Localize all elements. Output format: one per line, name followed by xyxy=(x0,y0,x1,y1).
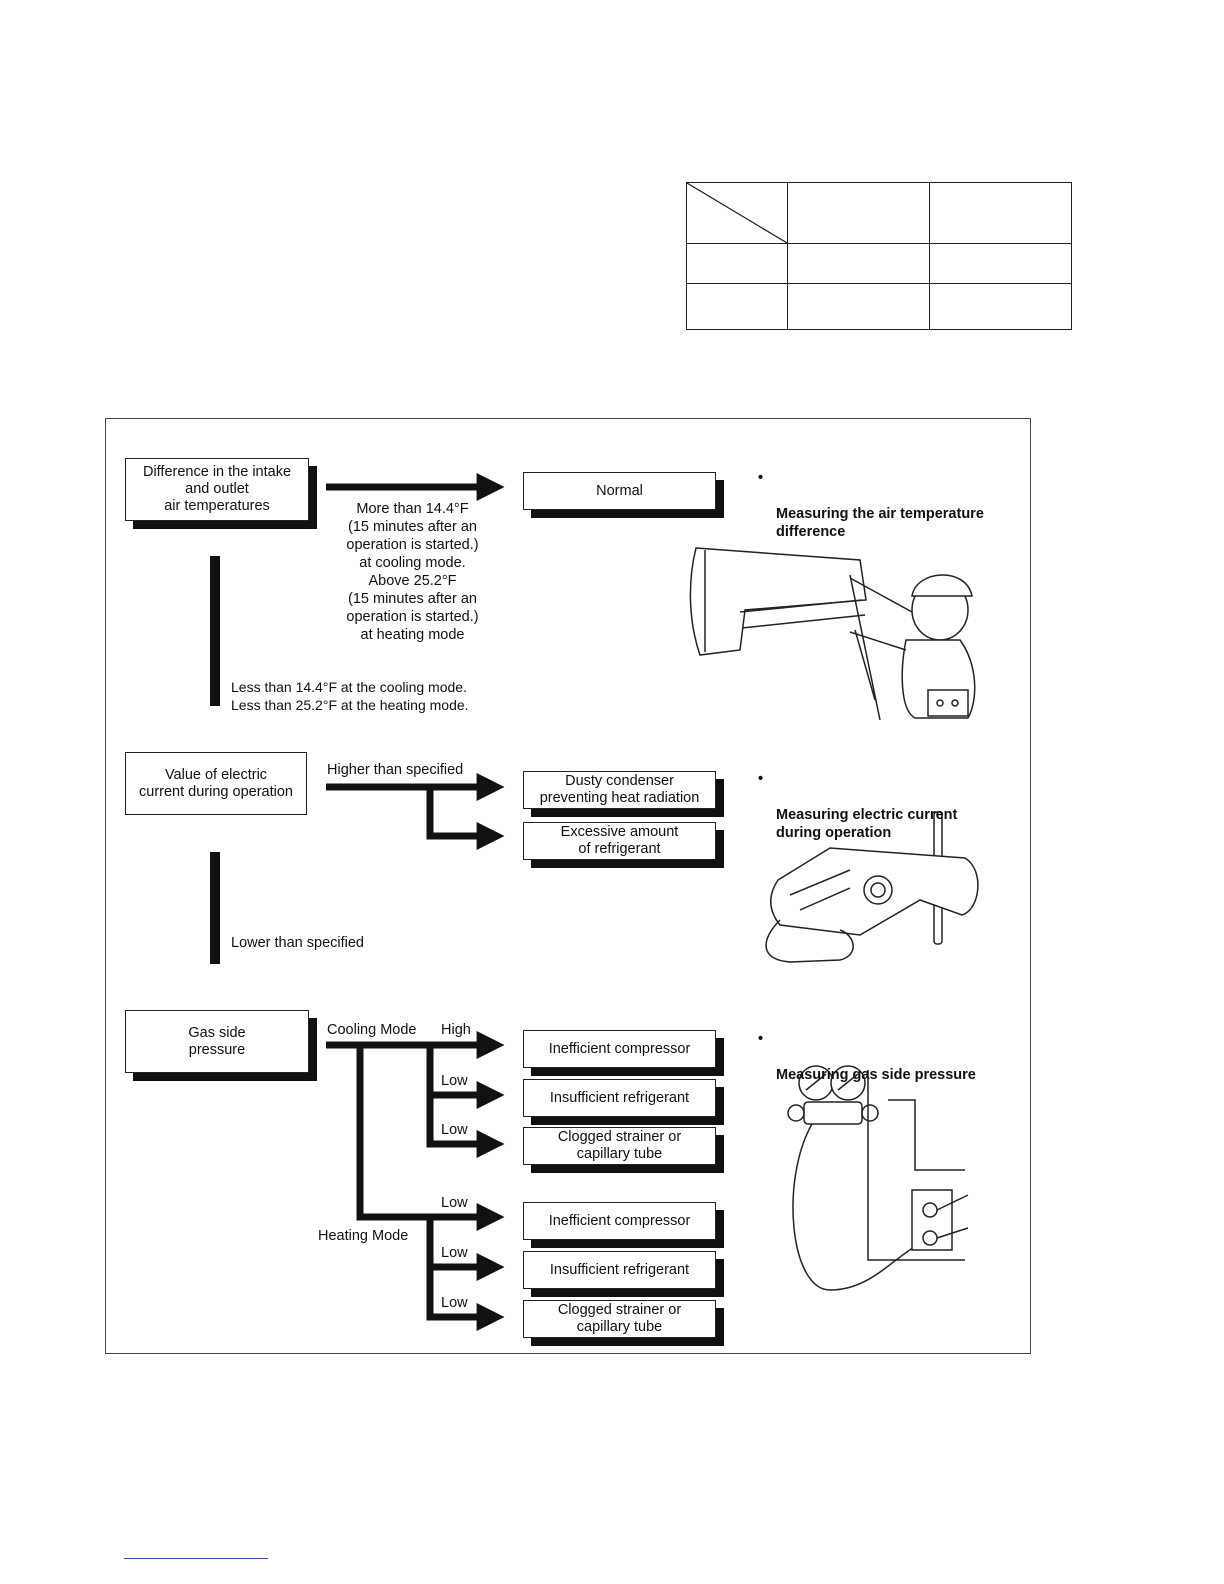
troubleshooting-flowchart xyxy=(105,418,1031,1354)
result-box: Insufficient refrigerant xyxy=(523,1079,716,1117)
level-label: Low xyxy=(441,1195,468,1211)
result-label: Clogged strainer or capillary tube xyxy=(557,1129,682,1162)
table-cell xyxy=(929,283,1072,330)
input-box-air-temperature: Difference in the intake and outlet air … xyxy=(125,458,309,521)
condition-low-temperature: Less than 14.4°F at the cooling mode. Le… xyxy=(231,679,469,713)
result-box: Insufficient refrigerant xyxy=(523,1251,716,1289)
result-label: Insufficient refrigerant xyxy=(549,1261,690,1278)
heating-trunk xyxy=(356,1045,505,1231)
result-box-excessive-refrigerant: Excessive amount of refrigerant xyxy=(523,822,716,860)
bullet-icon: • xyxy=(758,1031,764,1047)
technician-measuring-air-conditioner-icon xyxy=(689,547,976,721)
input-box-electric-current: Value of electric current during operati… xyxy=(125,752,307,815)
bullet-icon: • xyxy=(758,771,764,787)
level-label: Low xyxy=(441,1073,468,1089)
arrow-cool-low-2 xyxy=(426,1095,505,1158)
table-cell xyxy=(787,182,930,244)
table-cell xyxy=(929,182,1072,244)
label-heating-mode: Heating Mode xyxy=(318,1228,409,1244)
input-label-air-temperature: Difference in the intake and outlet air … xyxy=(142,464,292,514)
label-lower-than-specified: Lower than specified xyxy=(231,935,364,951)
label-cooling-mode: Cooling Mode xyxy=(327,1022,417,1038)
connector-bar-2 xyxy=(210,852,220,964)
note-gas-pressure: • Measuring gas side pressure xyxy=(758,1030,976,1084)
spec-table xyxy=(686,182,1072,330)
footer-rule xyxy=(124,1558,268,1559)
result-label: Clogged strainer or capillary tube xyxy=(557,1302,682,1335)
table-cell xyxy=(929,243,1072,284)
table-cell xyxy=(787,283,930,330)
pressure-gauge-manifold-icon xyxy=(787,1065,969,1291)
level-label: Low xyxy=(441,1245,468,1261)
result-label-normal: Normal xyxy=(596,482,643,499)
result-label: Insufficient refrigerant xyxy=(549,1089,690,1106)
result-box: Inefficient compressor xyxy=(523,1202,716,1240)
note-electric-current: • Measuring electric current during oper… xyxy=(758,770,958,842)
diagonal-line xyxy=(687,183,787,243)
table-cell xyxy=(686,283,788,330)
result-label-excessive-refrigerant: Excessive amount of refrigerant xyxy=(560,824,679,857)
result-label-dusty-condenser: Dusty condenser preventing heat radiatio… xyxy=(539,773,700,806)
arrow-heat-low-2 xyxy=(426,1267,505,1331)
result-box: Clogged strainer or capillary tube xyxy=(523,1300,716,1338)
result-label: Inefficient compressor xyxy=(548,1040,691,1057)
result-box-normal: Normal xyxy=(523,472,716,510)
arrow-excessive xyxy=(426,787,505,850)
note-text-air-temperature: Measuring the air temperature difference xyxy=(776,506,984,540)
input-label-gas-pressure: Gas side pressure xyxy=(188,1024,246,1058)
condition-high-temperature: More than 14.4°F (15 minutes after an op… xyxy=(346,501,479,643)
level-label: Low xyxy=(441,1295,468,1311)
table-corner-cell xyxy=(686,182,788,244)
result-box-dusty-condenser: Dusty condenser preventing heat radiatio… xyxy=(523,771,716,809)
note-text-gas-pressure: Measuring gas side pressure xyxy=(776,1067,976,1083)
input-box-gas-pressure: Gas side pressure xyxy=(125,1010,309,1073)
bullet-icon: • xyxy=(758,470,764,486)
result-box: Inefficient compressor xyxy=(523,1030,716,1068)
result-box: Clogged strainer or capillary tube xyxy=(523,1127,716,1165)
table-cell xyxy=(787,243,930,284)
clamp-meter-icon xyxy=(765,811,979,963)
note-air-temperature: • Measuring the air temperature differen… xyxy=(758,469,984,541)
level-label: Low xyxy=(441,1122,468,1138)
input-label-electric-current: Value of electric current during operati… xyxy=(139,766,293,800)
connector-bar-1 xyxy=(210,556,220,706)
result-label: Inefficient compressor xyxy=(548,1212,691,1229)
label-higher-than-specified: Higher than specified xyxy=(327,762,464,778)
level-label: High xyxy=(441,1022,471,1038)
note-text-electric-current: Measuring electric current during operat… xyxy=(776,807,958,841)
